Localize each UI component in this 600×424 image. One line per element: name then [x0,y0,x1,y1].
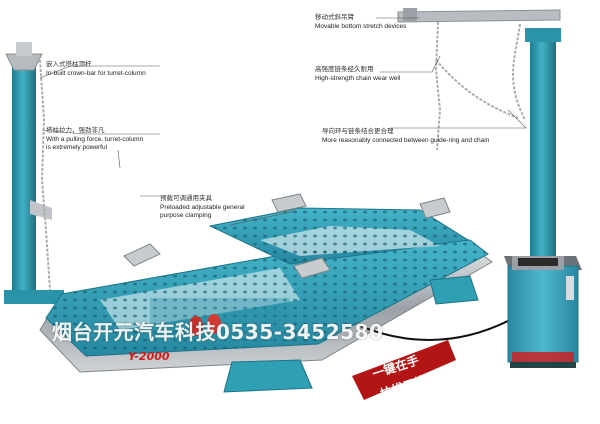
callout-guide-ring: 导向环与链条结合更合理 More reasonably connected be… [322,128,489,145]
callout-clamping-en-2: purpose clamping [160,212,212,219]
slogan-ribbon [352,340,456,400]
callout-clamping-en-1: Preloaded adjustable general [160,203,245,211]
callout-clamping: 预载可调通用夹具 Preloaded adjustable general pu… [160,195,245,221]
callout-chain: 高强度链条经久耐用 High-strength chain wear well [315,66,400,83]
model-label: Y-2000 [128,350,170,363]
hydraulic-hose [359,319,511,341]
callout-clamping-zh: 预载可调通用夹具 [160,195,212,202]
right-turret-column [397,8,568,266]
bench-platform [39,207,493,393]
callout-guide-ring-en: More reasonably connected between guide-… [322,136,490,144]
callout-crown-bar-en: In-built crown-bar for turret-column [46,69,146,77]
callout-pulling-force-en-1: With a pulling force, turret-column [46,135,144,143]
left-turret-column [4,42,64,304]
callout-stretch-en: Movable bottom stretch devices [315,22,407,30]
hanging-chain-left [39,59,51,291]
red-rollers [189,314,221,336]
hanging-chain-right [434,21,526,151]
callout-pulling-force-en-2: is extremely powerful [46,144,108,151]
callout-guide-ring-zh: 导向环与链条结合更合理 [322,128,394,135]
callout-leaders [39,17,527,226]
callout-crown-bar-zh: 嵌入式塔柱顶杆 [46,61,92,68]
callout-pulling-force-zh: 塔柱拉力，强劲非凡 [46,127,105,134]
callout-crown-bar: 嵌入式塔柱顶杆 In-built crown-bar for turret-co… [46,61,146,78]
callout-stretch-zh: 移动式斜吊臂 [315,14,354,21]
company-watermark: 烟台开元汽车科技0535-3452580 [52,320,384,344]
callout-stretch-devices: 移动式斜吊臂 Movable bottom stretch devices [315,14,406,31]
callout-chain-en: High-strength chain wear well [315,74,401,82]
clamp-fixtures [123,193,451,279]
callout-chain-zh: 高强度链条经久耐用 [315,66,374,73]
slogan-banner: 一键在手 拉拔无忧 [352,338,458,408]
control-cabinet [504,256,582,368]
callout-pulling-force: 塔柱拉力，强劲非凡 With a pulling force, turret-c… [46,127,143,153]
